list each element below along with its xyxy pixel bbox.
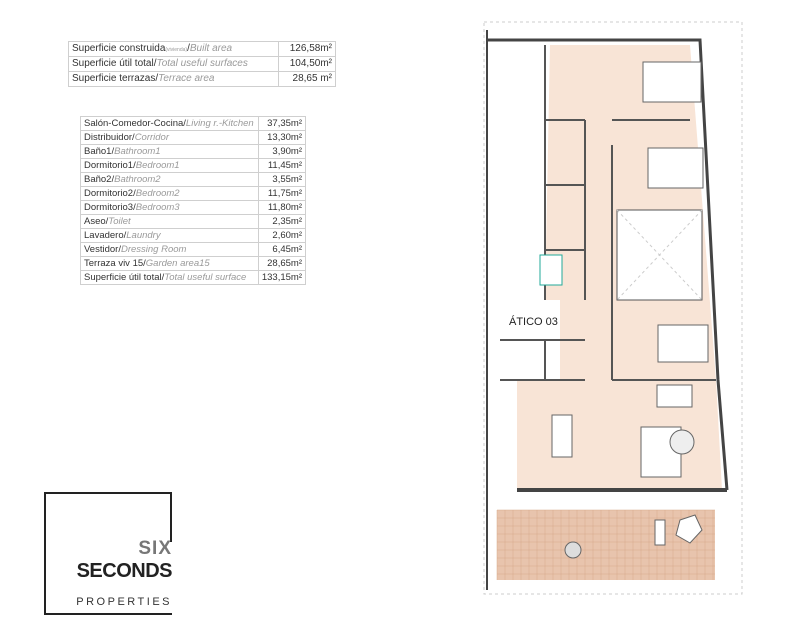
plot-boundary — [483, 21, 743, 595]
bed-icon — [647, 147, 704, 189]
six-seconds-logo: SIX SECONDS PROPERTIES — [44, 492, 173, 615]
exterior-wall — [487, 38, 729, 491]
unit-label: ÁTICO 03 — [509, 316, 558, 328]
table-row: Superficie útil total/Total useful surfa… — [67, 56, 336, 72]
dining-table-icon — [551, 414, 573, 458]
terrace-table-icon — [564, 541, 582, 559]
bed-icon — [657, 324, 709, 363]
sofa-icon — [656, 384, 693, 408]
bed-icon — [642, 61, 702, 103]
closet-icon — [539, 254, 563, 286]
sun-lounger-icon — [654, 519, 666, 546]
umbrella-icon — [675, 514, 703, 544]
coffee-table-icon — [669, 429, 695, 455]
table-row: Superficie útil total/Total useful surfa… — [80, 270, 307, 285]
summary-area-table: Superficie construida(vivienda)/Built ar… — [67, 41, 336, 87]
